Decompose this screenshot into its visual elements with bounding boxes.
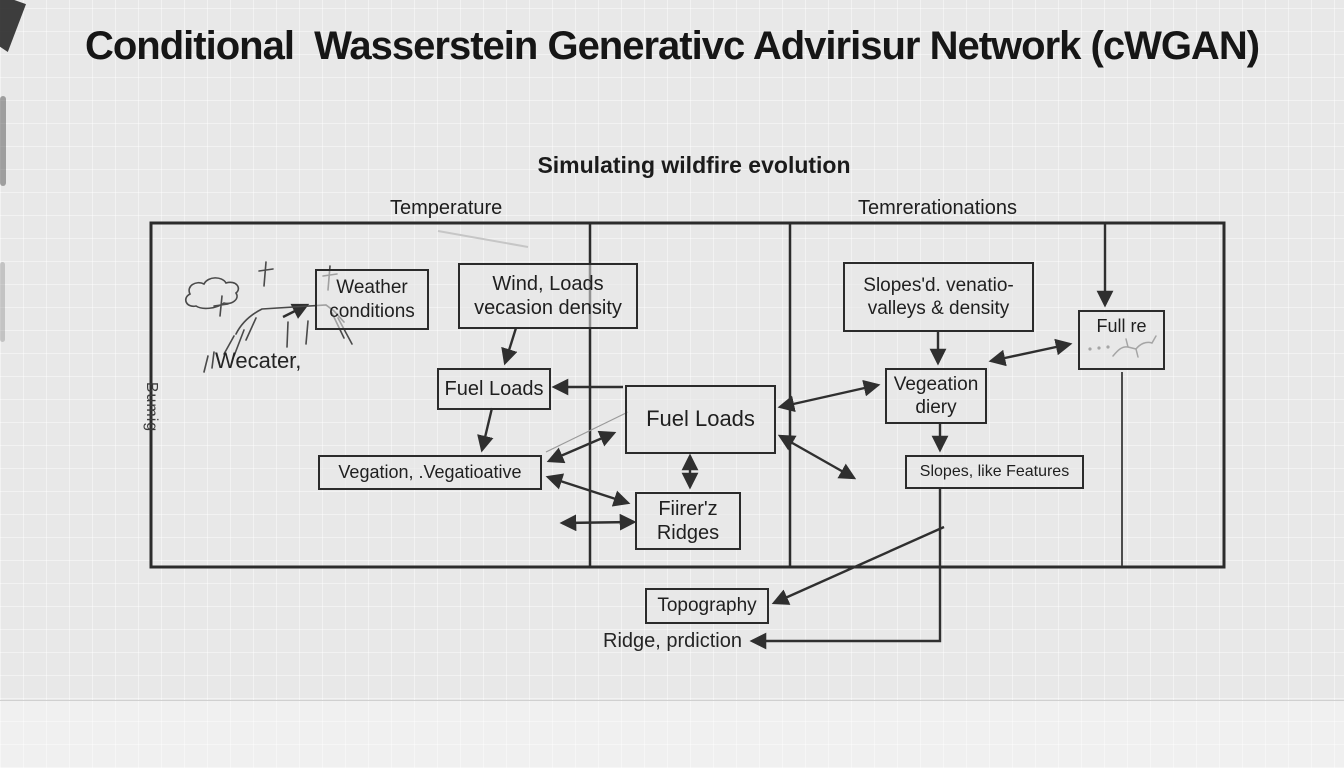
node-label: Fuel Loads <box>646 406 755 432</box>
node-label: Slopes'd. venatio- <box>863 274 1014 296</box>
arrow-horizontal-ridges <box>559 513 637 532</box>
arrow-fuel-to-vegation <box>477 407 494 453</box>
diagram-subtitle: Simulating wildfire evolution <box>537 152 851 178</box>
node-label: Fiirer'z <box>658 497 718 520</box>
cloud-icon <box>184 277 240 310</box>
paper-bottom-strip <box>0 701 1344 768</box>
node-label: Slopes, like Features <box>919 463 1070 481</box>
panel-label-left: Temperature <box>390 197 503 219</box>
paper-scratch <box>437 230 529 248</box>
node-topography: Topography <box>645 588 769 624</box>
paper-crease-line <box>0 700 1344 701</box>
node-full-re: Full re <box>1078 310 1165 370</box>
node-label: valleys & density <box>867 298 1010 319</box>
page-edge-artifact <box>0 96 6 186</box>
arrow-main-diery <box>777 379 881 413</box>
sketch-caption: Wecater, <box>215 348 302 373</box>
arrow-to-topography <box>771 525 945 605</box>
node-wind-loads: Wind, Loads vecasion density <box>458 263 638 329</box>
node-label: vecasion density <box>474 297 622 319</box>
arrow-wind-to-fuel <box>501 327 518 366</box>
node-label: Topography <box>657 595 757 617</box>
node-slopes-features: Slopes, like Features <box>905 455 1084 489</box>
node-label: Ridges <box>656 522 720 544</box>
arrows <box>282 224 1114 650</box>
node-vegation: Vegation, .Vegatioative <box>318 455 542 490</box>
node-label: Wind, Loads <box>492 272 604 295</box>
faint-link-line <box>545 411 629 453</box>
arrow-main-features <box>777 434 857 480</box>
node-label: conditions <box>329 300 415 322</box>
node-label: Full re <box>1096 316 1147 336</box>
node-label: Fuel Loads <box>444 377 544 400</box>
node-slopes-valleys: Slopes'd. venatio- valleys & density <box>843 262 1034 332</box>
panel-label-right: Temrerationations <box>858 197 1017 219</box>
node-label: Weather <box>336 277 408 299</box>
side-vertical-label: Bumig <box>143 381 160 433</box>
node-label: diery <box>915 397 957 418</box>
node-weather-conditions: Weather conditions <box>315 269 429 330</box>
arrow-vegation-ridges <box>545 473 631 507</box>
node-label: Vegation, .Vegatioative <box>338 461 522 482</box>
page-edge-artifact <box>0 262 5 342</box>
node-label: Vegeation <box>893 373 979 395</box>
node-fire-ridges: Fiirer'z Ridges <box>635 492 741 550</box>
page-title: Conditional Wasserstein Generativc Advir… <box>84 24 1260 68</box>
node-fuel-loads-main: Fuel Loads <box>625 385 776 454</box>
node-vegeation-diery: Vegeation diery <box>885 368 987 424</box>
node-fuel-loads-small: Fuel Loads <box>437 368 551 410</box>
arrow-to-ridge-prediction <box>749 487 942 650</box>
arrow-vegation-main <box>546 430 617 464</box>
arrow-diery-fullre <box>988 338 1073 367</box>
ridge-prediction-label: Ridge, prdiction <box>603 630 742 652</box>
